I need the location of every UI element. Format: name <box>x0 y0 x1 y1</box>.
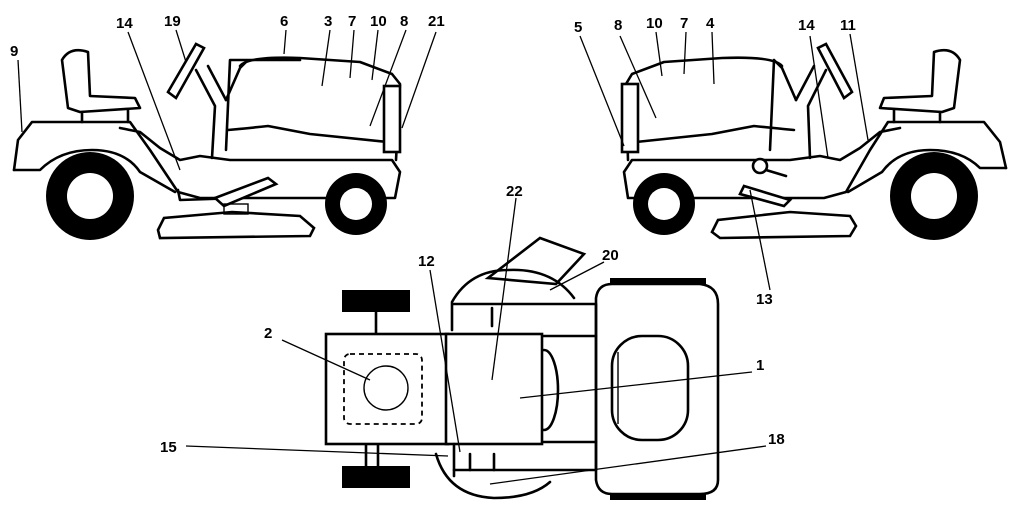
right-steering-column <box>794 64 828 160</box>
left-grille <box>382 84 402 154</box>
callout-3: 3 <box>324 13 332 30</box>
top-rear-tire-upper <box>342 290 410 312</box>
top-discharge-chute <box>484 236 587 286</box>
right-grille <box>620 82 640 154</box>
top-middle-body <box>452 302 598 472</box>
callout-18: 18 <box>768 431 785 448</box>
callout-9: 9 <box>10 43 18 60</box>
callout-14: 14 <box>116 15 133 32</box>
left-dash <box>224 58 302 152</box>
callout-7: 7 <box>348 13 356 30</box>
left-side-view <box>12 42 402 240</box>
left-steering-wheel <box>166 42 206 100</box>
right-seat <box>878 48 962 114</box>
callout-4: 4 <box>706 15 715 32</box>
right-hood <box>624 56 784 162</box>
callout-11: 11 <box>840 17 856 34</box>
right-hood-lower <box>634 124 796 144</box>
right-lift-lever <box>738 184 793 208</box>
top-seat-dashed <box>343 353 423 425</box>
right-fender-lower <box>846 148 1008 194</box>
right-rear-fender <box>622 120 1008 200</box>
left-fender-lower <box>12 148 177 194</box>
callout-21: 21 <box>428 13 445 30</box>
top-rear-tire-lower <box>342 466 410 488</box>
callout-14: 14 <box>798 17 815 34</box>
callout-19: 19 <box>164 13 181 30</box>
left-lift-lever <box>212 176 279 208</box>
callout-10: 10 <box>646 15 663 32</box>
right-side-view <box>620 42 1008 240</box>
callout-labels: 9 14 19 6 3 7 10 8 21 5 8 10 7 4 14 11 2… <box>10 13 856 456</box>
top-center-box <box>444 332 544 446</box>
callout-2: 2 <box>264 325 272 342</box>
left-steering-column <box>194 64 228 160</box>
callout-12: 12 <box>418 253 435 270</box>
right-dash <box>768 58 798 152</box>
leader-lines <box>17 29 869 485</box>
callout-7: 7 <box>680 15 688 32</box>
callout-6: 6 <box>280 13 288 30</box>
right-height-knob <box>751 157 769 175</box>
left-seat <box>60 48 142 114</box>
callout-10: 10 <box>370 13 387 30</box>
callout-20: 20 <box>602 247 619 264</box>
right-steering-wheel <box>816 42 854 100</box>
right-mower-deck <box>710 210 858 240</box>
left-mower-deck <box>156 210 316 240</box>
callout-15: 15 <box>160 439 177 456</box>
callout-13: 13 <box>756 291 773 308</box>
callout-8: 8 <box>614 17 622 34</box>
callout-5: 5 <box>574 19 582 36</box>
callout-1: 1 <box>756 357 764 374</box>
left-hood-lower <box>226 124 390 144</box>
top-seat-pan <box>324 332 450 446</box>
callout-22: 22 <box>506 183 523 200</box>
callout-8: 8 <box>400 13 408 30</box>
top-deck-lower <box>434 452 552 500</box>
top-view <box>324 236 720 500</box>
top-grille-opening <box>610 334 690 442</box>
top-deck-upper <box>450 268 576 332</box>
left-hood <box>238 56 402 162</box>
